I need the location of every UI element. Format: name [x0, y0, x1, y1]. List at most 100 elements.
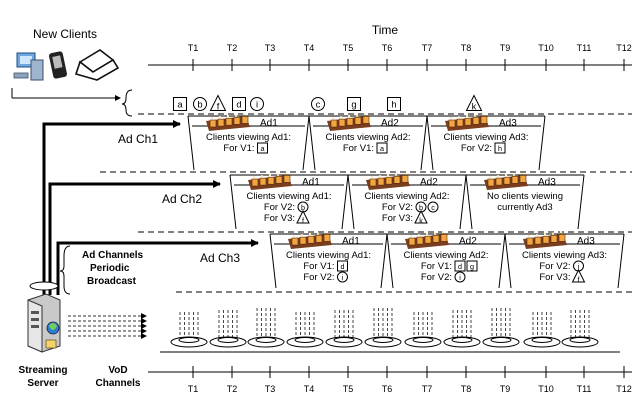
- client-mark-label: f: [302, 216, 304, 225]
- ad-info-line: For V1:: [421, 261, 452, 272]
- bottom-tick-label: T9: [500, 384, 511, 394]
- client-mark-label: k: [419, 216, 423, 225]
- client-mark-i: i: [338, 272, 348, 282]
- ad-channel-1: Ad1Clients viewing Ad1:For V1:aAd2Client…: [188, 113, 545, 170]
- client-mark-label: g: [470, 262, 474, 271]
- bottom-tick-label: T11: [577, 384, 592, 394]
- ad-info-line: For V2:: [461, 143, 492, 154]
- ad-info-line: Clients viewing Ad2:: [403, 250, 488, 261]
- arrival-brace: [122, 90, 132, 116]
- client-mark-label: f: [217, 102, 220, 112]
- ad-segment: Ad2Clients viewing Ad2:For V1:dgFor V2:i: [387, 231, 505, 288]
- client-mark-label: h: [498, 144, 502, 153]
- ad-channels: Ad1Clients viewing Ad1:For V1:aAd2Client…: [188, 113, 624, 288]
- ad-info-line: Clients viewing Ad1:: [286, 250, 371, 261]
- vod-disk: [524, 312, 560, 347]
- bottom-tick-label: T7: [422, 384, 433, 394]
- vod-disk: [562, 310, 598, 347]
- top-tick-label: T6: [382, 43, 393, 53]
- ad-channel-2: Ad1Clients viewing Ad1:For V2:bFor V3:fA…: [230, 172, 584, 229]
- ad-channels-label: Ad Channels Periodic Broadcast: [82, 250, 144, 287]
- ad-name: Ad2: [459, 236, 477, 247]
- laptop-client-icon: [76, 50, 118, 80]
- client-mark-label: a: [261, 144, 265, 153]
- ad-info-line: For V3:: [264, 213, 295, 224]
- ad-info-line: Clients viewing Ad2:: [325, 132, 410, 143]
- ad-info-line: Clients viewing Ad3:: [443, 132, 528, 143]
- client-mark-label: c: [316, 100, 321, 110]
- ad-info-line: For V3:: [539, 272, 570, 283]
- client-mark-c: c: [428, 202, 438, 212]
- ad-name: Ad1: [342, 236, 360, 247]
- bottom-tick-label: T1: [188, 384, 199, 394]
- client-mark-g: g: [467, 261, 477, 271]
- channel-label-3: Ad Ch3: [200, 251, 240, 265]
- ad-info-line: No clients viewing: [487, 191, 563, 202]
- client-mark-label: i: [256, 100, 258, 110]
- ad-segment: Ad2Clients viewing Ad2:For V1:a: [309, 113, 427, 170]
- channel-label-2: Ad Ch2: [162, 192, 202, 206]
- vod-label-line1: VoD: [108, 365, 127, 376]
- bottom-tick-label: T2: [227, 384, 238, 394]
- bottom-tick-label: T4: [304, 384, 315, 394]
- client-mark-a: a: [377, 143, 387, 153]
- vod-disk: [248, 308, 284, 347]
- client-mark-a: a: [258, 143, 268, 153]
- server-label-line2: Server: [27, 378, 58, 389]
- ad-name: Ad1: [260, 118, 278, 129]
- channel-label-1: Ad Ch1: [118, 132, 158, 146]
- vod-disk: [210, 310, 246, 347]
- vod-disk: [405, 312, 441, 347]
- ad-channels-label-line3: Broadcast: [87, 276, 137, 287]
- ad-info-line: For V2:: [264, 202, 295, 213]
- ad-info-line: For V1:: [343, 143, 374, 154]
- vod-disk: [326, 310, 362, 347]
- vod-disk: [171, 312, 207, 347]
- top-tick-label: T9: [500, 43, 511, 53]
- client-mark-label: g: [351, 100, 356, 110]
- bottom-tick-label: T5: [343, 384, 354, 394]
- ad-info-line: Clients viewing Ad3:: [522, 250, 607, 261]
- client-mark-label: a: [380, 144, 384, 153]
- ad-info-line: For V3:: [382, 213, 413, 224]
- new-clients-label: New Clients: [33, 27, 97, 41]
- ad-info-line: For V1:: [223, 143, 254, 154]
- ad-info-line: currently Ad3: [497, 202, 552, 213]
- client-mark-c: c: [312, 98, 325, 111]
- vod-disk: [483, 308, 519, 347]
- top-tick-label: T8: [461, 43, 472, 53]
- top-tick-label: T1: [188, 43, 199, 53]
- client-mark-d: d: [338, 261, 348, 271]
- client-mark-label: d: [341, 262, 345, 271]
- desktop-client-icon: [14, 53, 43, 80]
- bottom-tick-label: T8: [461, 384, 472, 394]
- client-mark-h: h: [495, 143, 505, 153]
- vod-channel-arrows: [68, 316, 146, 336]
- top-tick-label: T4: [304, 43, 315, 53]
- ad-segment: Ad2Clients viewing Ad2:For V2:bcFor V3:k: [348, 172, 466, 229]
- top-tick-label: T3: [265, 43, 276, 53]
- top-tick-label: T5: [343, 43, 354, 53]
- client-mark-label: d: [458, 262, 462, 271]
- ad-info-line: For V2:: [382, 202, 413, 213]
- vod-label-line2: Channels: [95, 378, 140, 389]
- client-mark-g: g: [348, 98, 361, 111]
- client-mark-label: c: [431, 203, 435, 212]
- client-mark-f: f: [573, 270, 585, 284]
- server-label: Streaming Server: [19, 365, 68, 389]
- client-mark-d: d: [455, 261, 465, 271]
- vod-disk: [365, 308, 401, 347]
- client-mark-f: f: [297, 211, 309, 225]
- client-mark-i: i: [251, 98, 264, 111]
- bottom-tick-label: T6: [382, 384, 393, 394]
- ad-info-line: For V1:: [303, 261, 334, 272]
- bottom-tick-label: T12: [616, 384, 632, 394]
